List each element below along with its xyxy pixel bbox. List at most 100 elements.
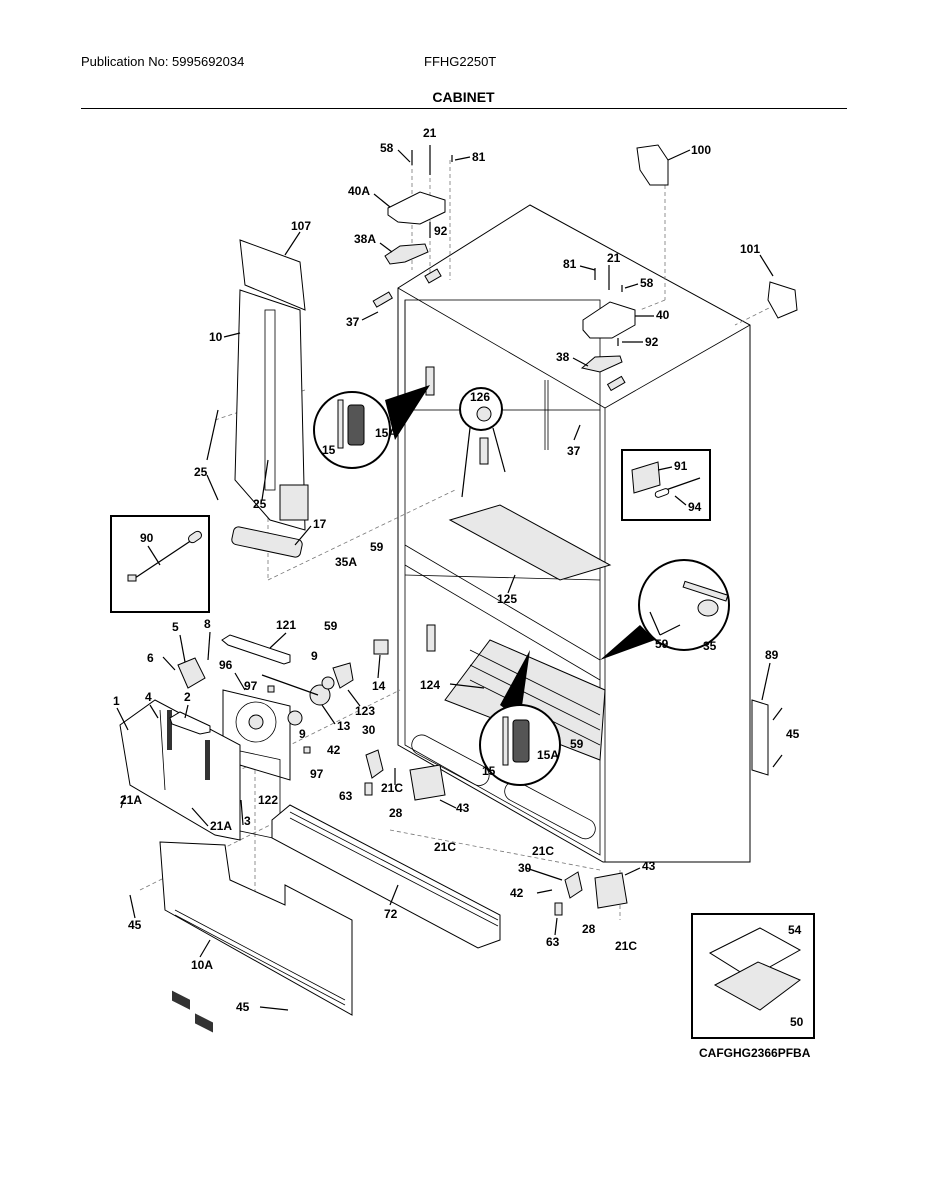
hinge-40A-assembly [372,145,453,308]
callout: 97 [244,679,258,693]
callout: 43 [456,801,470,815]
callout: 15 [482,764,496,778]
callout: 126 [470,390,490,404]
callout: 122 [258,793,278,807]
toe-grille-72 [271,804,501,949]
callout: 81 [563,257,577,271]
callout: 96 [219,658,233,672]
callout: 9 [299,727,306,741]
callout: 30 [362,723,376,737]
model-number: FFHG2250T [424,54,497,69]
callout: 21A [120,793,142,807]
callout: 91 [674,459,688,473]
callout: 28 [389,806,403,820]
rear-access-panel-10A [159,841,353,1033]
callout: 21 [607,251,621,265]
callout: 81 [472,150,486,164]
callout: 15A [375,426,397,440]
callout: 5 [172,620,179,634]
callout: 35 [703,639,717,653]
part-14 [373,639,389,655]
callout: 13 [337,719,351,733]
callout: 45 [236,1000,250,1014]
callout: 123 [355,704,375,718]
callout: 37 [346,315,360,329]
callout: 17 [313,517,327,531]
callout: 21 [423,126,437,140]
motor-13 [309,684,331,706]
callout: 21C [381,781,403,795]
callout: 38A [354,232,376,246]
callout: 90 [140,531,154,545]
inset-box-91-94 [621,449,711,521]
callout: 42 [510,886,524,900]
inset-box-90 [110,515,210,613]
lower-hinges-and-legs [364,749,628,916]
callout: 21A [210,819,232,833]
callout: 1 [113,694,120,708]
callout: 35A [335,555,357,569]
callout: 25 [253,497,267,511]
callout: 58 [640,276,654,290]
callout: 72 [384,907,398,921]
callout: 59 [655,637,669,651]
drain-trough-17 [231,526,303,558]
icemaker-kit-code: CAFGHG2366PFBA [699,1046,811,1060]
callout: 21C [434,840,456,854]
cover-107 [239,239,306,311]
callout: 43 [642,859,656,873]
callout: 97 [310,767,324,781]
section-title: CABINET [432,89,495,105]
detail-circle-15-15A-upper [313,385,430,469]
hinge-cover-101 [767,281,798,319]
callout: 92 [434,224,448,238]
callout: 10A [191,958,213,972]
callout: 30 [518,861,532,875]
callout: 107 [291,219,311,233]
callout: 59 [570,737,584,751]
callout: 42 [327,743,341,757]
fan-blade-5 [177,657,206,689]
detail-circle-126 [459,387,506,498]
callout: 125 [497,592,517,606]
callout: 58 [380,141,394,155]
header-divider [81,108,847,109]
callout: 6 [147,651,154,665]
callout: 8 [204,617,211,631]
callout: 21C [532,844,554,858]
fan-motor-assembly [119,634,389,841]
detail-circle-35 [600,559,730,660]
cabinet-outline [397,204,751,863]
callout: 14 [372,679,386,693]
callout: 45 [128,918,142,932]
bracket-123 [332,662,354,689]
shelf-125 [448,504,612,581]
callout: 63 [546,935,560,949]
callout: 63 [339,789,353,803]
callout: 28 [582,922,596,936]
callouts: 58 21 81 40A 92 38A 100 101 107 37 10 81… [113,126,804,1029]
callout: 2 [184,690,191,704]
callout: 3 [244,814,251,828]
leader-lines [116,149,774,1011]
evaporator-cover [206,239,309,558]
cabinet-body [397,204,751,863]
callout: 15 [322,443,336,457]
callout: 94 [688,500,702,514]
inset-box-icemaker-50-54 [691,913,815,1039]
callout: 21C [615,939,637,953]
cover-89 [751,699,783,776]
callout: 38 [556,350,570,364]
callout: 25 [194,465,208,479]
publication-number: Publication No: 5995692034 [81,54,245,69]
callout: 89 [765,648,779,662]
hinge-40-assembly [580,144,798,392]
callout: 9 [311,649,318,663]
callout: 59 [324,619,338,633]
callout: 4 [145,690,152,704]
callout: 59 [370,540,384,554]
bracket-121 [221,634,291,665]
callout: 121 [276,618,296,632]
panel-10 [234,289,306,531]
